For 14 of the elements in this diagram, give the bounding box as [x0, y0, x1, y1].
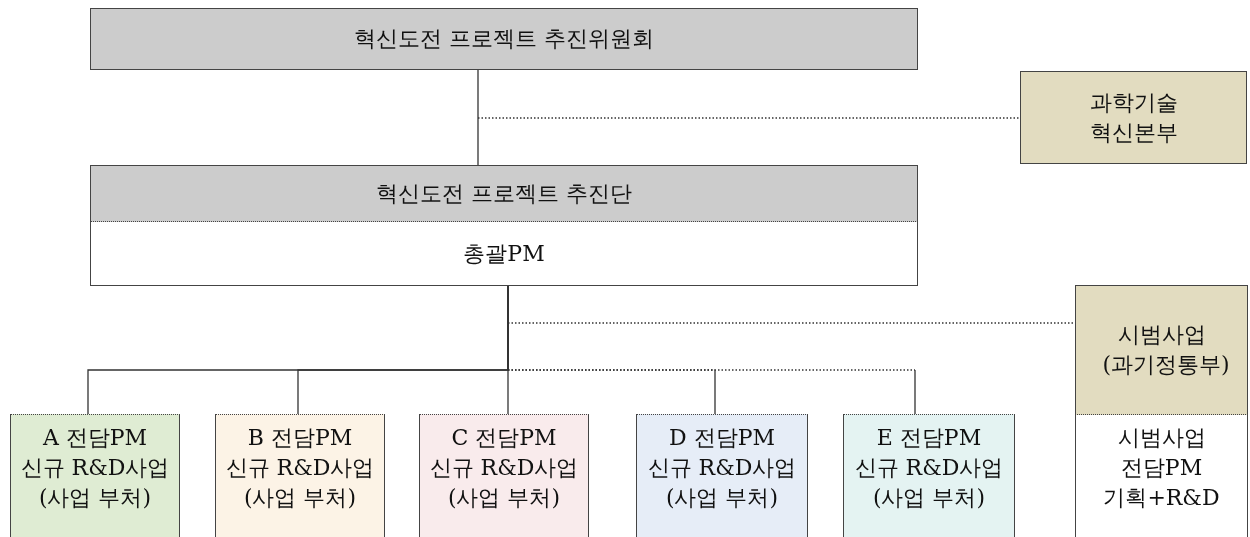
body-panel: 시범사업 전담PM 기획+R&D [1075, 415, 1248, 537]
heading-band: 시범사업 (과기정통부) [1075, 285, 1248, 415]
heading-band: 혁신도전 프로젝트 추진단 [90, 165, 918, 222]
org-box: C 전담PM 신규 R&D사업 (사업 부처) [419, 414, 589, 537]
org-box: E 전담PM 신규 R&D사업 (사업 부처) [843, 414, 1015, 537]
dotted-connector [507, 322, 1076, 324]
org-box: A 전담PM 신규 R&D사업 (사업 부처) [10, 414, 180, 537]
org-box: D 전담PM 신규 R&D사업 (사업 부처) [636, 414, 808, 537]
connector-line [477, 69, 479, 166]
org-box: 과학기술 혁신본부 [1020, 71, 1247, 164]
org-box: B 전담PM 신규 R&D사업 (사업 부처) [215, 414, 385, 537]
dotted-connector [477, 117, 1021, 119]
org-box: 혁신도전 프로젝트 추진위원회 [90, 8, 918, 70]
body-panel: 총괄PM [90, 222, 918, 286]
